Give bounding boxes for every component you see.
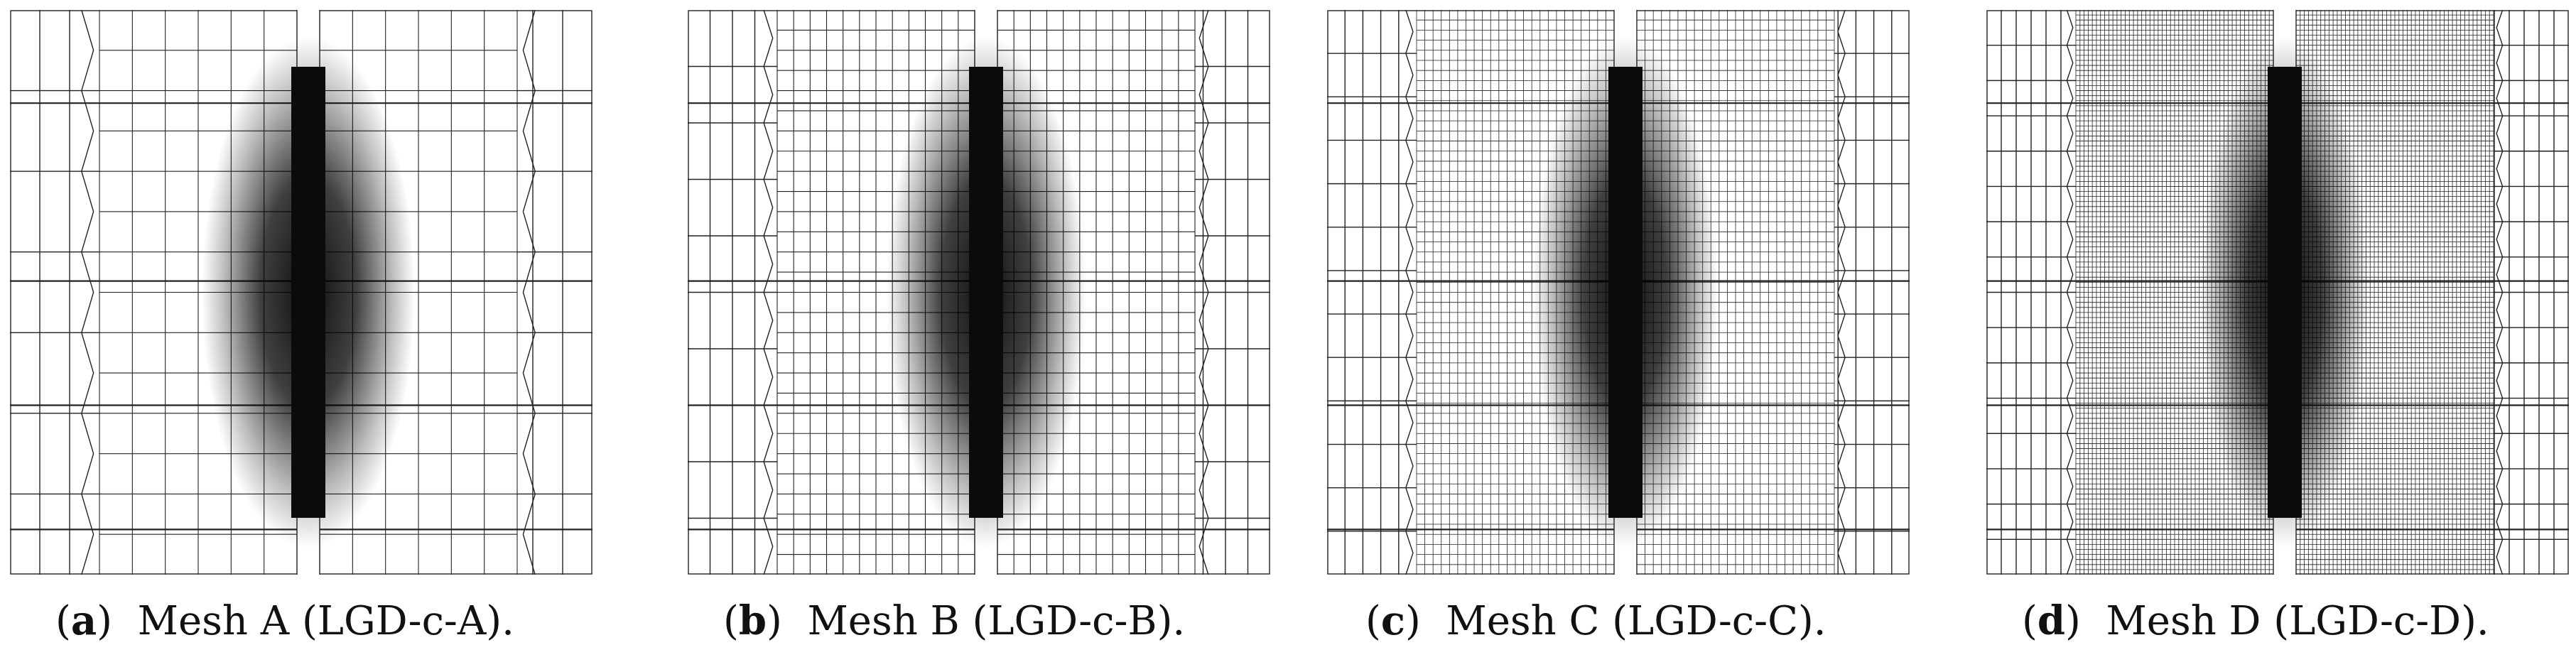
crack-band-b xyxy=(969,67,1003,518)
caption-d-letter: d xyxy=(2037,597,2066,644)
mesh-grid-b xyxy=(688,10,1270,575)
caption-b-letter: b xyxy=(738,597,767,644)
mesh-a-drawing xyxy=(10,10,592,575)
mesh-c-drawing xyxy=(1327,10,1910,575)
caption-a-text: Mesh A (LGD-c-A). xyxy=(137,598,514,644)
caption-a: (a) Mesh A (LGD-c-A). xyxy=(55,597,514,644)
mesh-panel-c xyxy=(1327,10,1910,575)
caption-b-text: Mesh B (LGD-c-B). xyxy=(807,598,1186,644)
mesh-panel-d xyxy=(1986,10,2569,575)
mesh-panel-a xyxy=(10,10,592,575)
caption-c-letter: c xyxy=(1380,597,1405,644)
caption-c: (c) Mesh C (LGD-c-C). xyxy=(1365,597,1827,644)
mesh-b-drawing xyxy=(688,10,1270,575)
caption-d: (d) Mesh D (LGD-c-D). xyxy=(2022,597,2489,644)
crack-band-c xyxy=(1608,67,1643,518)
mesh-panel-b xyxy=(688,10,1270,575)
crack-band-d xyxy=(2268,67,2302,518)
crack-band-a xyxy=(291,67,325,518)
caption-a-letter: a xyxy=(70,597,97,644)
caption-d-text: Mesh D (LGD-c-D). xyxy=(2106,598,2489,644)
caption-c-text: Mesh C (LGD-c-C). xyxy=(1446,598,1827,644)
caption-b: (b) Mesh B (LGD-c-B). xyxy=(723,597,1186,644)
mesh-d-drawing xyxy=(1986,10,2569,575)
